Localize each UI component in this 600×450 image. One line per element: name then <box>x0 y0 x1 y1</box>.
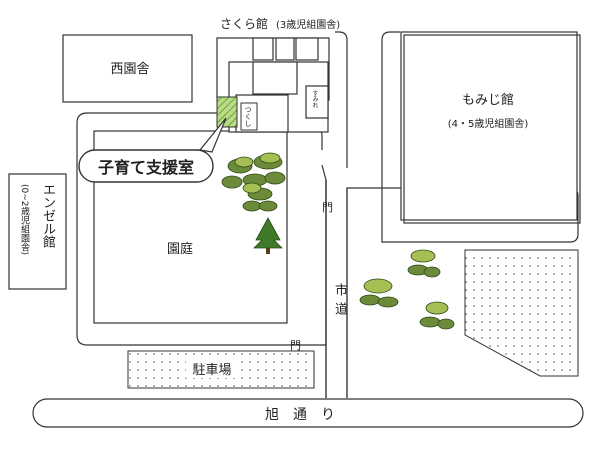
parking-label-bg <box>186 360 238 378</box>
kosodate-callout-label: 子育て支援室 <box>98 158 194 177</box>
asahi-street-road <box>32 398 584 428</box>
asahi-street-label: 旭 通 り <box>265 407 335 423</box>
kosodate-room <box>216 96 238 128</box>
angel-building-sub-label: (0~2歳児組園舎) <box>19 184 29 256</box>
nishi-building <box>62 34 193 103</box>
garden-label: 園庭 <box>167 241 193 257</box>
kosodate-callout <box>78 149 214 183</box>
momiji-building-shadow <box>403 34 581 224</box>
tsukushi-room <box>240 102 258 131</box>
gate-label-lower: 門 <box>290 339 301 352</box>
sakura-building <box>216 37 330 133</box>
nishi-building-label: 西園舎 <box>110 62 149 77</box>
tsukushi-room-label: つくし <box>244 106 252 127</box>
city-road-label: 市道 <box>332 283 347 321</box>
garden-trees <box>221 152 286 254</box>
momiji-sub-label: (4・5歳児組園舎) <box>448 117 529 130</box>
momiji-building <box>400 31 578 221</box>
angel-building <box>8 173 67 290</box>
sakura-sub-label: (3歳児組園舎) <box>276 18 340 31</box>
momiji-label: もみじ館 <box>462 93 514 108</box>
gate-label-upper: 門 <box>322 201 333 214</box>
sakura-label: さくら館 <box>220 16 268 31</box>
kosodate-callout-pointer <box>198 117 227 153</box>
parking-label: 駐車場 <box>192 363 231 378</box>
dotted-lot <box>464 249 579 377</box>
sumire-room-label: すみれ <box>311 90 318 108</box>
roadside-trees <box>359 249 455 330</box>
angel-building-label: エンゼル館 <box>40 183 55 248</box>
